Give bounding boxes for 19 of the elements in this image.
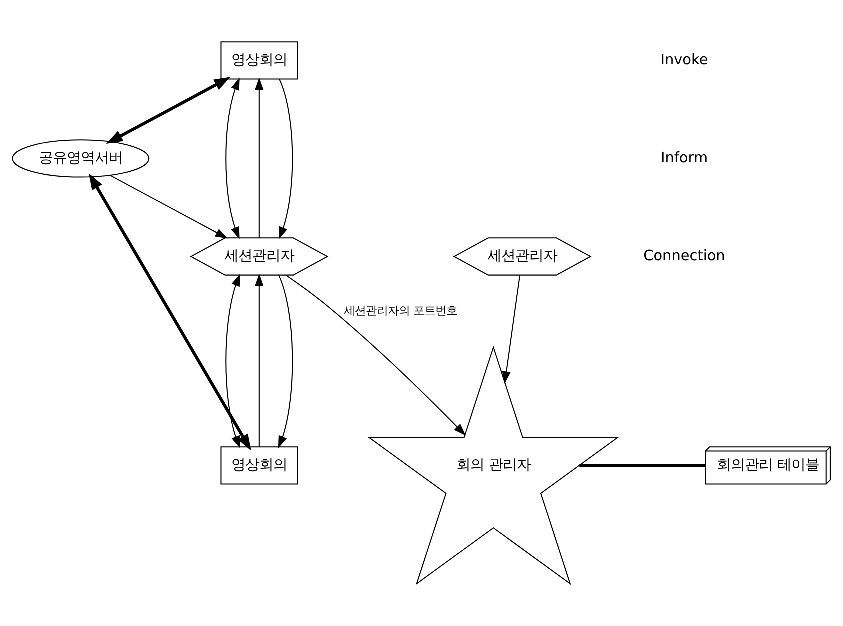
arrow: [106, 77, 231, 144]
legend-label: Inform: [660, 150, 708, 167]
arrow: [88, 173, 252, 451]
edge-label: 세션관리자의 포트번호: [344, 303, 458, 318]
arrow: [110, 175, 228, 239]
node-box: 영상회의: [220, 42, 298, 80]
arrow: [226, 78, 240, 240]
arrow: [255, 78, 264, 238]
legend-label: Invoke: [660, 52, 708, 69]
arrow: [502, 275, 521, 384]
connector: [580, 464, 706, 468]
arrow: [286, 274, 466, 436]
arrow: [255, 274, 264, 448]
arrow: [278, 79, 294, 240]
node-ellipse: 공유영역서버: [12, 140, 150, 178]
arrow: [226, 274, 240, 449]
arrow: [278, 275, 294, 449]
node-box: 영상회의: [220, 446, 298, 485]
legend-label: Connection: [644, 248, 726, 265]
